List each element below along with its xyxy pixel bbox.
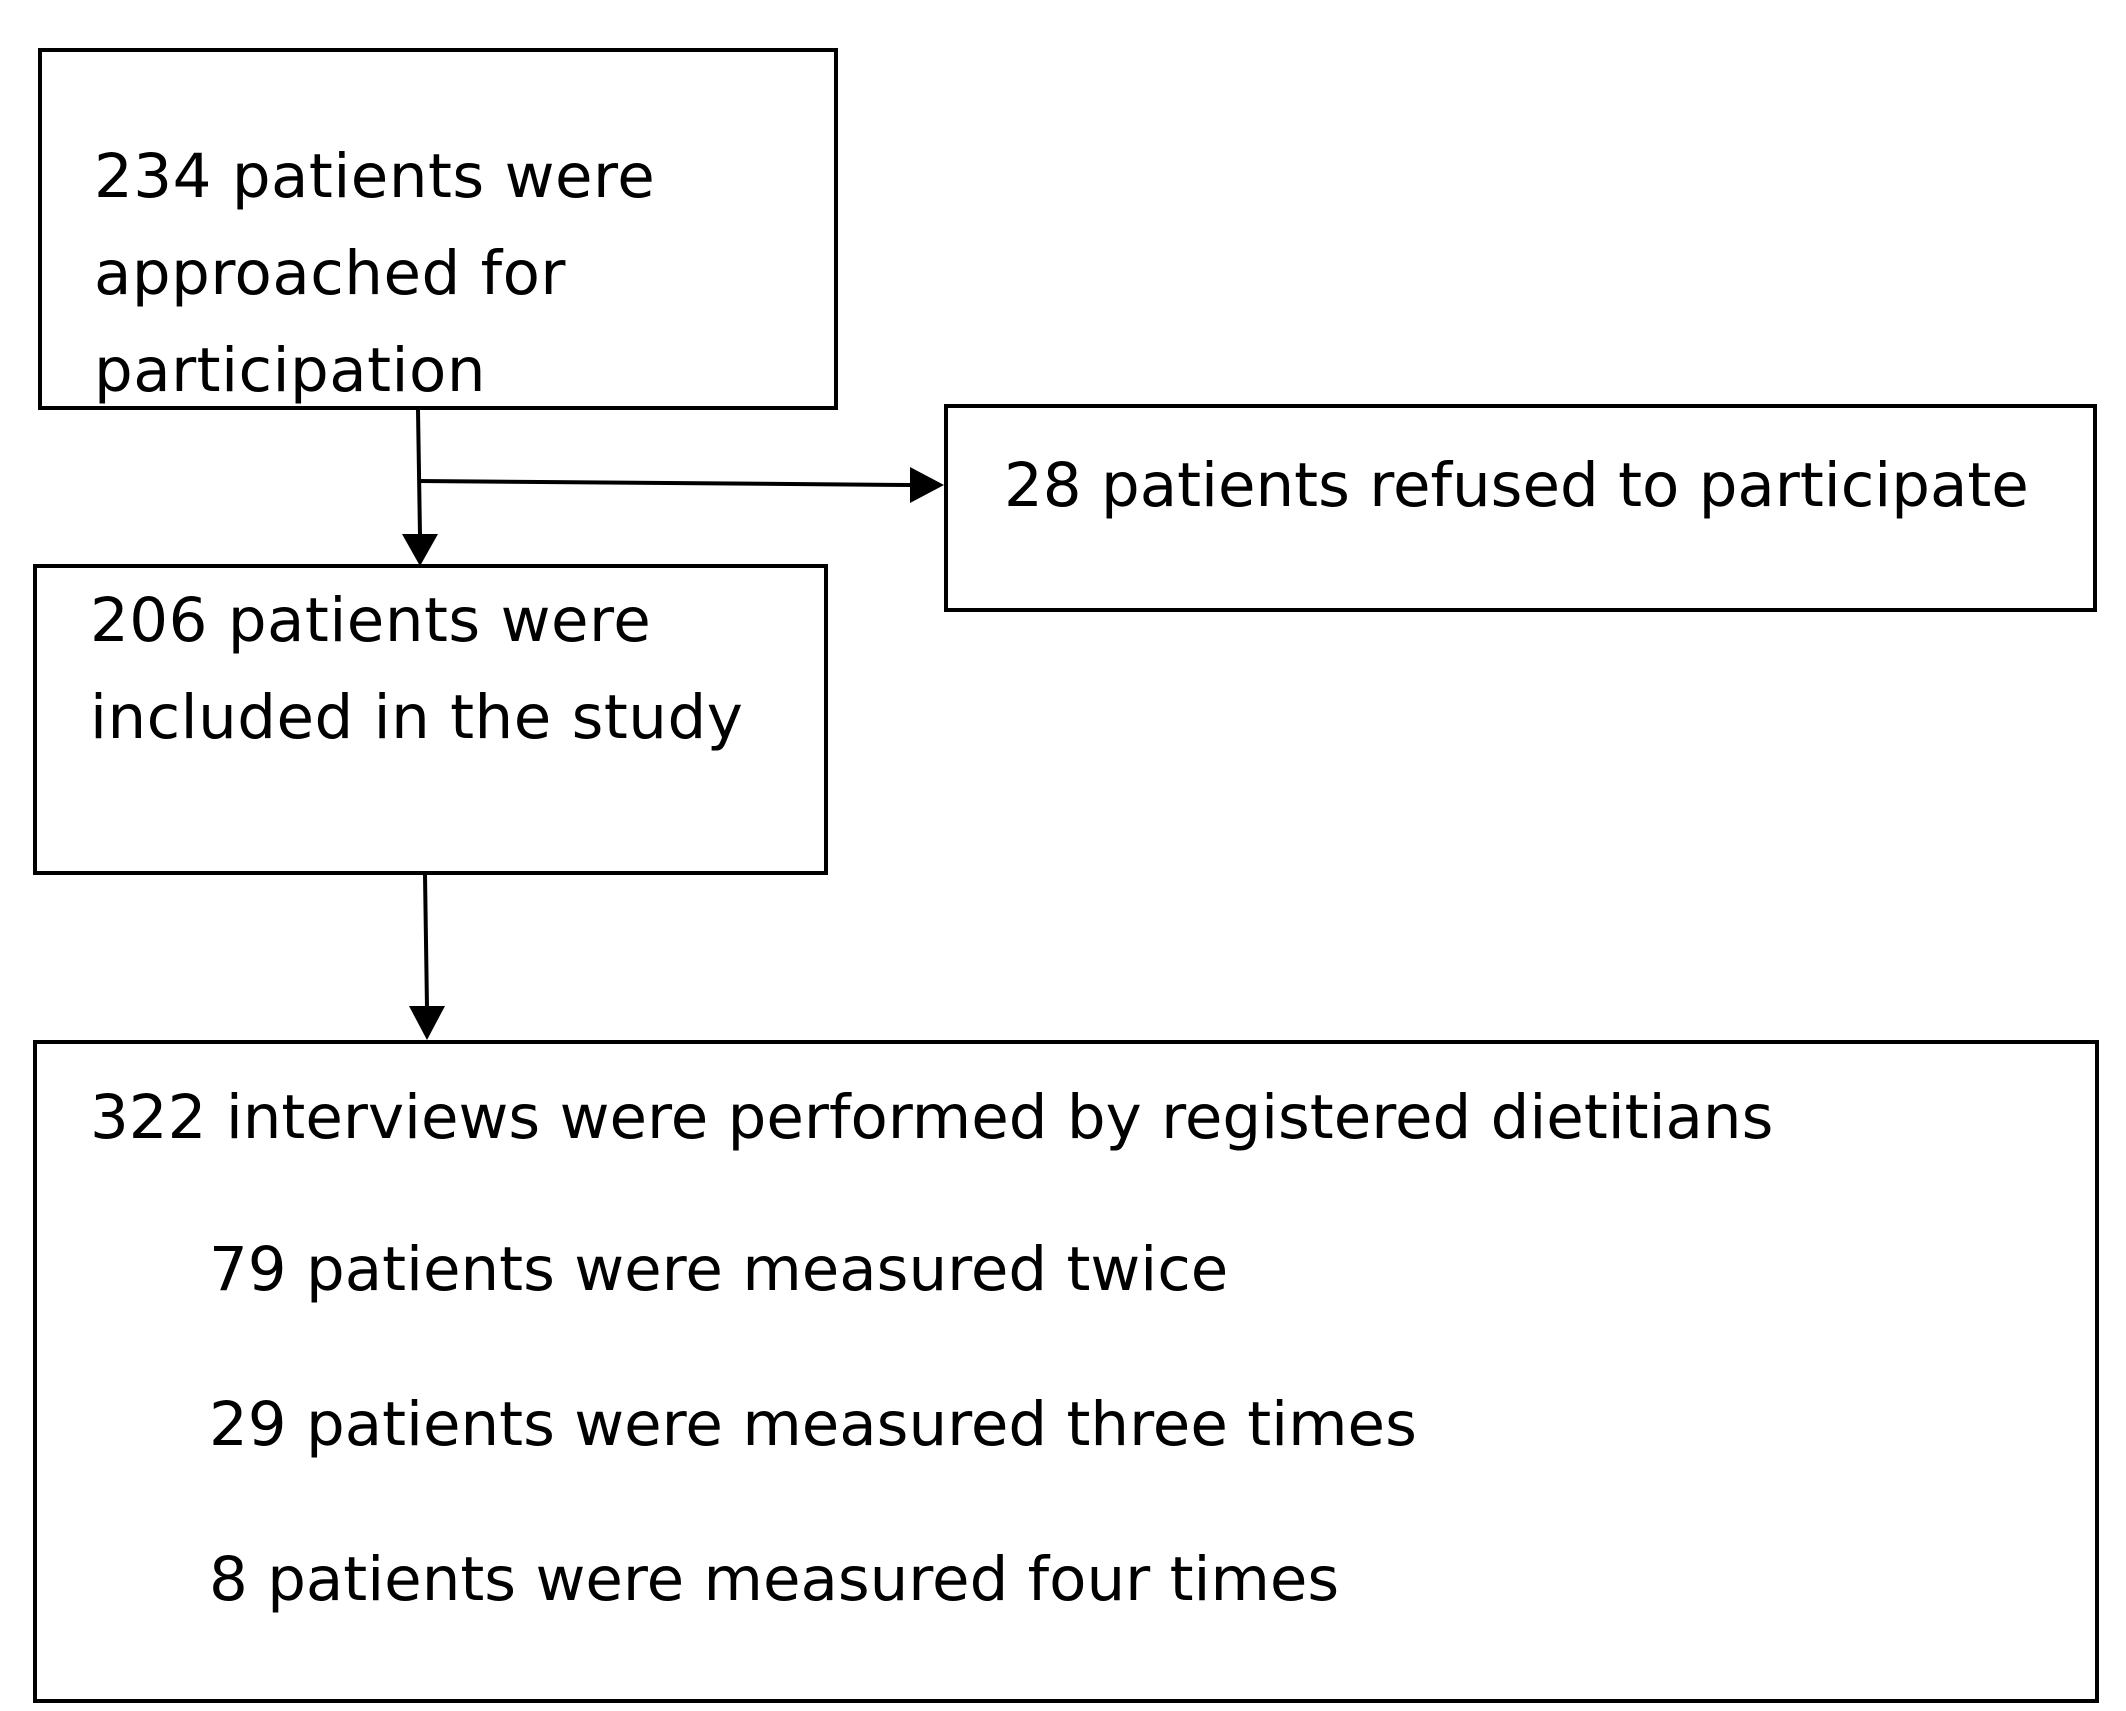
interviews-line-four-times: 8 patients were measured four times [209, 1544, 1340, 1615]
arrowhead-into-refused [910, 467, 944, 503]
included-box: 206 patients were included in the study [33, 564, 828, 875]
arrowhead-into-interviews [409, 1006, 445, 1040]
interviews-line-three-times: 29 patients were measured three times [209, 1389, 1417, 1460]
connector-approached-to-included [416, 409, 422, 537]
arrowhead-into-included [402, 534, 438, 566]
interviews-box: 322 interviews were performed by registe… [33, 1040, 2099, 1703]
interviews-line-twice: 79 patients were measured twice [209, 1234, 1229, 1305]
refused-box: 28 patients refused to participate [944, 404, 2097, 612]
interviews-heading: 322 interviews were performed by registe… [90, 1082, 1774, 1153]
approached-box: 234 patients were approached for partici… [38, 48, 838, 410]
approached-text: 234 patients were approached for partici… [94, 141, 656, 406]
included-text: 206 patients were included in the study [90, 585, 744, 753]
refused-text: 28 patients refused to participate [1004, 450, 2029, 521]
connector-branch-to-refused [417, 479, 913, 487]
connector-included-to-interviews [423, 874, 429, 1009]
